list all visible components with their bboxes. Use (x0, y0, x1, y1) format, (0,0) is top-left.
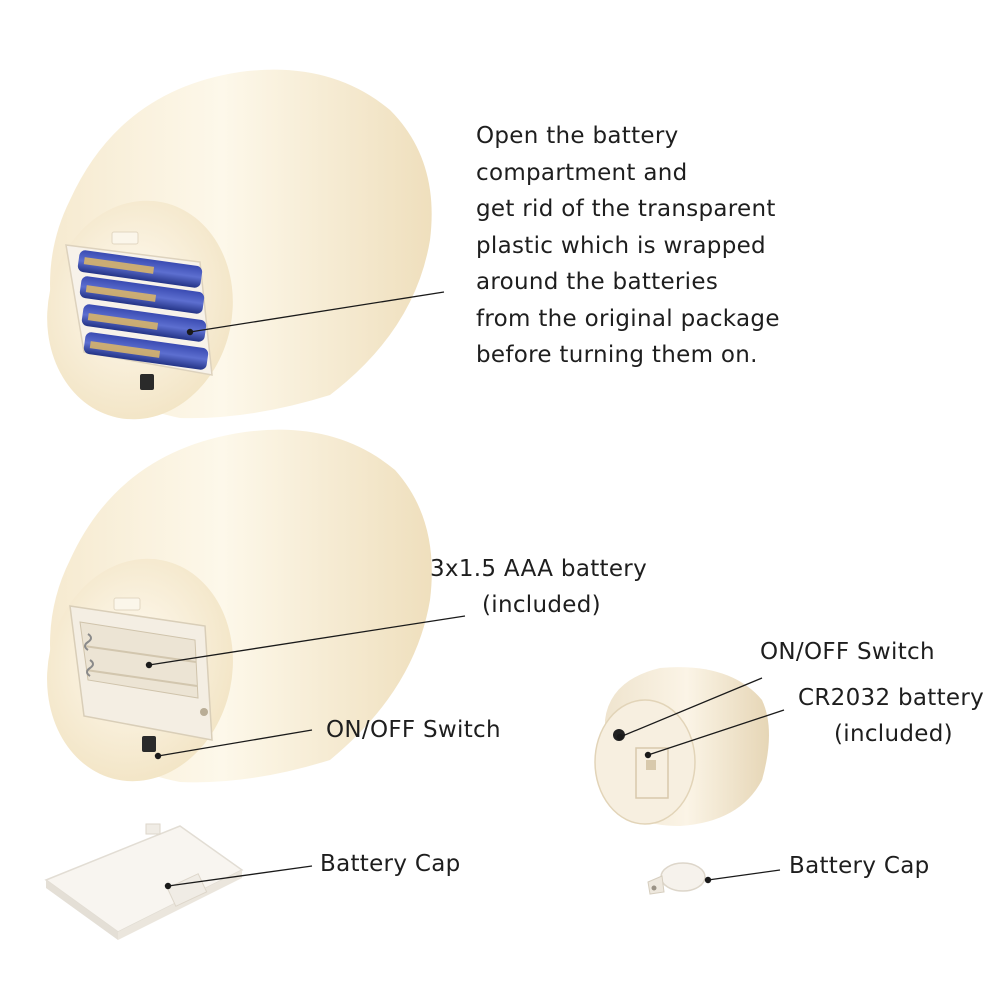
cr2032-battery-label: CR2032 battery (798, 685, 985, 711)
instructions-text: Open the battery compartment and get rid… (476, 118, 780, 374)
tealight-candle (594, 667, 769, 826)
instruction-line: plastic which is wrapped (476, 232, 766, 259)
instruction-line: before turning them on. (476, 342, 758, 368)
large-switch-label: ON/OFF Switch (326, 717, 501, 743)
small-switch-label: ON/OFF Switch (760, 639, 935, 665)
large-cap-label: Battery Cap (320, 851, 461, 877)
aaa-battery-included-label: (included) (482, 592, 601, 618)
large-battery-cap (44, 823, 244, 940)
instruction-line: get rid of the transparent (476, 196, 776, 222)
candle-battery-compartment (47, 429, 432, 783)
aaa-battery-label: 3x1.5 AAA battery (430, 556, 647, 582)
switch-knob (142, 736, 156, 752)
instruction-line: compartment and (476, 159, 688, 186)
instruction-line: around the batteries (476, 269, 719, 295)
switch-knob (140, 374, 154, 390)
instruction-line: Open the battery (476, 123, 679, 149)
candle-with-batteries (47, 69, 432, 420)
small-battery-cap (647, 862, 706, 895)
cr2032-included-label: (included) (834, 721, 953, 747)
small-cap-label: Battery Cap (789, 853, 930, 879)
instruction-line: from the original package (476, 305, 780, 332)
aaa-batteries-wrapped (77, 250, 209, 370)
